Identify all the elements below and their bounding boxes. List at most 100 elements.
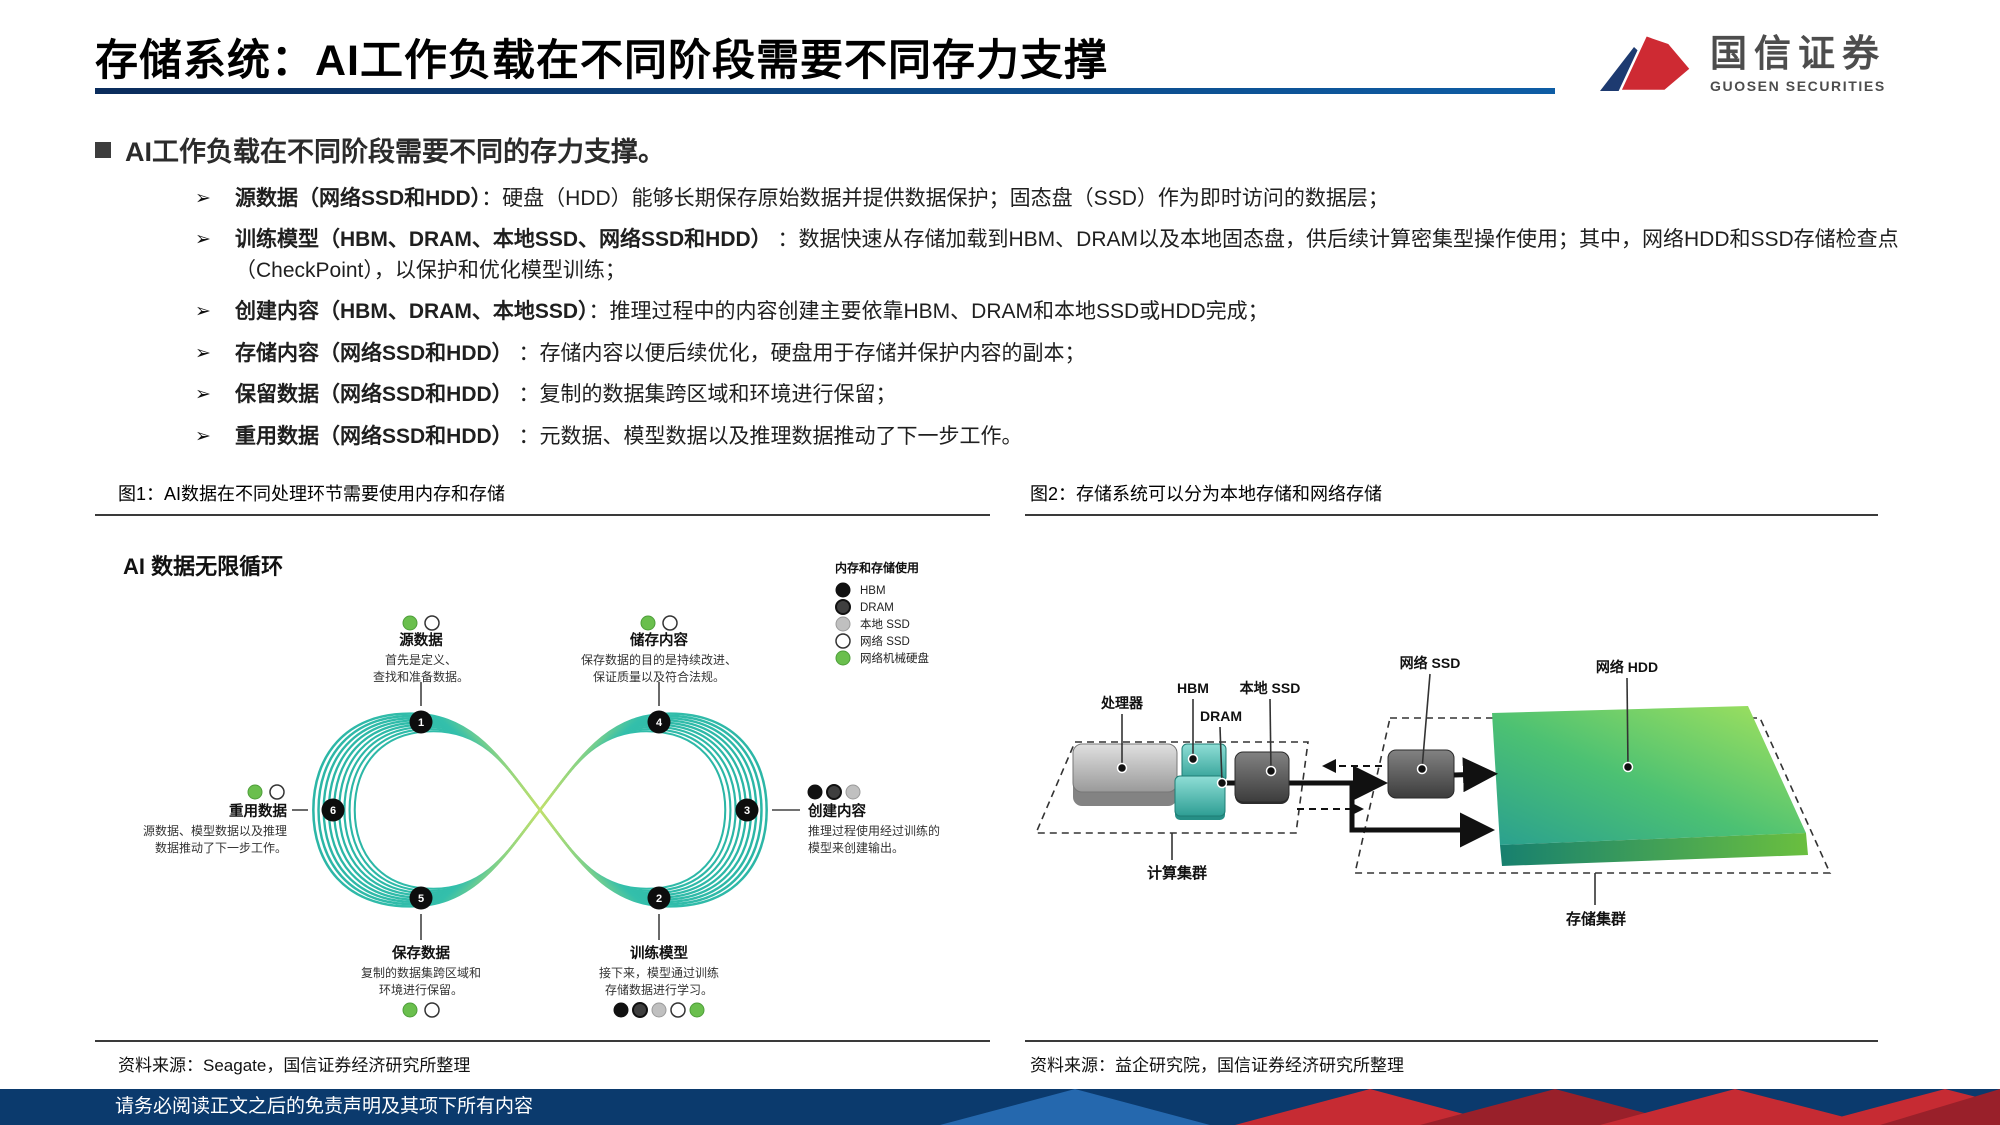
dot-dram: [632, 1002, 648, 1018]
svg-text:重用数据: 重用数据: [229, 802, 287, 820]
label-hbm: HBM: [1177, 680, 1209, 696]
summary-bullet: AI工作负载在不同阶段需要不同的存力支撑。: [95, 130, 665, 169]
fig2-caption: 图2：存储系统可以分为本地存储和网络存储: [1030, 484, 1383, 504]
legend-dot-local-ssd: [835, 616, 851, 632]
legend-label: 网络 SSD: [860, 634, 910, 648]
fig1-legend: 内存和存储使用 HBM DRAM 本地 SSD 网络 SSD 网络机械硬盘: [835, 560, 929, 666]
fig1-node-reuse-data: 重用数据 源数据、模型数据以及推理 数据推动了下一步工作。: [143, 784, 287, 855]
legend-dot-hbm: [835, 582, 851, 598]
svg-text:2: 2: [656, 893, 662, 905]
summary-text: AI工作负载在不同阶段需要不同的存力支撑。: [125, 137, 665, 167]
bullet-tail: ：存储内容以便后续优化，硬盘用于存储并保护内容的副本；: [512, 341, 1086, 365]
arrow-bullet-icon: ➢: [195, 188, 211, 209]
svg-text:保存数据的目的是持续改进、: 保存数据的目的是持续改进、: [581, 652, 737, 667]
svg-text:查找和准备数据。: 查找和准备数据。: [373, 669, 469, 684]
bullet-head: 存储内容（网络SSD和HDD）: [235, 341, 513, 365]
badge-3: 3: [735, 798, 759, 822]
legend-dot-network-ssd: [835, 633, 851, 649]
legend-label: HBM: [860, 585, 886, 597]
legend-label: 本地 SSD: [860, 617, 910, 631]
fig2-pointer-dots: [1116, 753, 1634, 789]
guosen-logo-icon: [1600, 33, 1693, 93]
footer-disclaimer: 请务必阅读正文之后的免责声明及其项下所有内容: [115, 1096, 534, 1117]
svg-text:3: 3: [744, 805, 750, 817]
flow-arrow-to-hdd: [1349, 783, 1495, 848]
page-title: 存储系统：AI工作负载在不同阶段需要不同存力支撑: [95, 37, 1108, 85]
svg-text:模型来创建输出。: 模型来创建输出。: [808, 840, 904, 855]
fig1-node-train-model: 训练模型 接下来，模型通过训练 存储数据进行学习。: [599, 944, 719, 1018]
fig1-node-create-content: 创建内容 推理过程使用经过训练的 模型来创建输出。: [807, 784, 940, 855]
fig1-caption: 图1：AI数据在不同处理环节需要使用内存和存储: [118, 484, 506, 504]
badge-4: 4: [647, 710, 671, 734]
bullet-tail: ：硬盘（HDD）能够长期保存原始数据并提供数据保护；固态盘（SSD）作为即时访问…: [481, 187, 1389, 210]
logo-en-text: GUOSEN SECURITIES: [1710, 77, 1886, 94]
badge-1: 1: [409, 710, 433, 734]
arrow-bullet-icon: ➢: [195, 301, 211, 323]
legend-dot-network-hdd: [835, 650, 851, 666]
dot-network-hdd: [402, 1002, 418, 1018]
dot-local-ssd: [845, 784, 861, 800]
title-underline: [95, 88, 1555, 94]
bullet-head: 保留数据（网络SSD和HDD）: [235, 383, 513, 407]
arrow-bullet-icon: ➢: [195, 384, 211, 406]
fig1-node-save-data: 保存数据 复制的数据集跨区域和 环境进行保留。: [361, 944, 481, 1018]
fig1-node-source-data: 源数据 首先是定义、 查找和准备数据。: [373, 615, 469, 684]
svg-text:源数据、模型数据以及推理: 源数据、模型数据以及推理: [143, 823, 287, 838]
infinity-ribbon: [312, 712, 768, 908]
fig2-source: 资料来源：益企研究院，国信证券经济研究所整理: [1030, 1056, 1404, 1075]
legend-label: DRAM: [860, 602, 894, 614]
svg-text:储存内容: 储存内容: [630, 631, 688, 649]
svg-text:保存数据: 保存数据: [391, 944, 450, 962]
bullet-tail: ：复制的数据集跨区域和环境进行保留；: [512, 383, 897, 407]
badge-2: 2: [647, 886, 671, 910]
label-processor: 处理器: [1100, 695, 1144, 711]
local-ssd-box: [1234, 751, 1290, 804]
label-network-ssd: 网络 SSD: [1400, 655, 1461, 671]
footer-bar: 请务必阅读正文之后的免责声明及其项下所有内容: [0, 1089, 2000, 1125]
processor-box: [1072, 743, 1178, 806]
fig2-source-rule: [1025, 1040, 1878, 1042]
label-dram: DRAM: [1200, 708, 1242, 724]
legend-dot-dram: [835, 599, 851, 615]
fig1-source: 资料来源：Seagate，国信证券经济研究所整理: [118, 1056, 471, 1075]
square-bullet-icon: [95, 141, 111, 158]
arrow-bullet-icon: ➢: [195, 425, 211, 447]
flow-arrow-ssd-to-hdd: [1453, 757, 1498, 793]
svg-text:保证质量以及符合法规。: 保证质量以及符合法规。: [593, 669, 725, 684]
svg-text:首先是定义、: 首先是定义、: [385, 652, 457, 667]
bullet-head: 创建内容（HBM、DRAM、本地SSD）: [235, 300, 589, 324]
bullet-head: 重用数据（网络SSD和HDD）: [235, 424, 513, 448]
bullet-tail: ：推理过程中的内容创建主要依靠HBM、DRAM和本地SSD或HDD完成；: [588, 300, 1269, 324]
badge-6: 6: [321, 798, 345, 822]
dot-network-ssd: [424, 615, 440, 631]
fig2-caption-rule: [1025, 514, 1878, 516]
dot-local-ssd: [651, 1002, 667, 1018]
label-local-ssd: 本地 SSD: [1240, 680, 1301, 696]
node-connector-lines: [292, 682, 800, 940]
svg-text:源数据: 源数据: [399, 631, 443, 649]
legend-label: 网络机械硬盘: [860, 651, 929, 665]
dot-hbm: [807, 784, 823, 800]
svg-text:1: 1: [418, 717, 424, 729]
guosen-logo: 国信证券 GUOSEN SECURITIES: [1596, 30, 1976, 98]
dot-network-hdd: [689, 1002, 705, 1018]
fig1-title: AI 数据无限循环: [123, 554, 283, 579]
svg-text:数据推动了下一步工作。: 数据推动了下一步工作。: [155, 840, 287, 855]
dot-network-ssd: [662, 615, 678, 631]
dot-network-ssd: [670, 1002, 686, 1018]
compute-cluster-outline: [1034, 741, 1309, 834]
dot-network-ssd: [424, 1002, 440, 1018]
svg-text:训练模型: 训练模型: [630, 944, 688, 962]
label-compute-cluster: 计算集群: [1147, 864, 1207, 882]
bullet-item: ➢ 保留数据（网络SSD和HDD） ：复制的数据集跨区域和环境进行保留；: [195, 380, 1920, 410]
fig2-diagram: 处理器 HBM DRAM 本地 SSD 网络 SSD 网络 HDD 计算集群 存…: [1034, 655, 1832, 928]
dram-box: [1174, 775, 1226, 820]
bullet-item: ➢ 存储内容（网络SSD和HDD） ：存储内容以便后续优化，硬盘用于存储并保护内…: [195, 339, 1920, 369]
dot-dram: [826, 784, 842, 800]
svg-text:6: 6: [330, 805, 336, 817]
bullet-head: 训练模型（HBM、DRAM、本地SSD、网络SSD和HDD）: [235, 228, 772, 252]
bullet-item: ➢ 创建内容（HBM、DRAM、本地SSD）：推理过程中的内容创建主要依靠HBM…: [195, 297, 1920, 327]
svg-text:推理过程使用经过训练的: 推理过程使用经过训练的: [808, 823, 940, 838]
fig1-diagram: AI 数据无限循环 内存和存储使用 HBM DRAM 本地 SSD 网络 SSD…: [123, 554, 940, 1018]
